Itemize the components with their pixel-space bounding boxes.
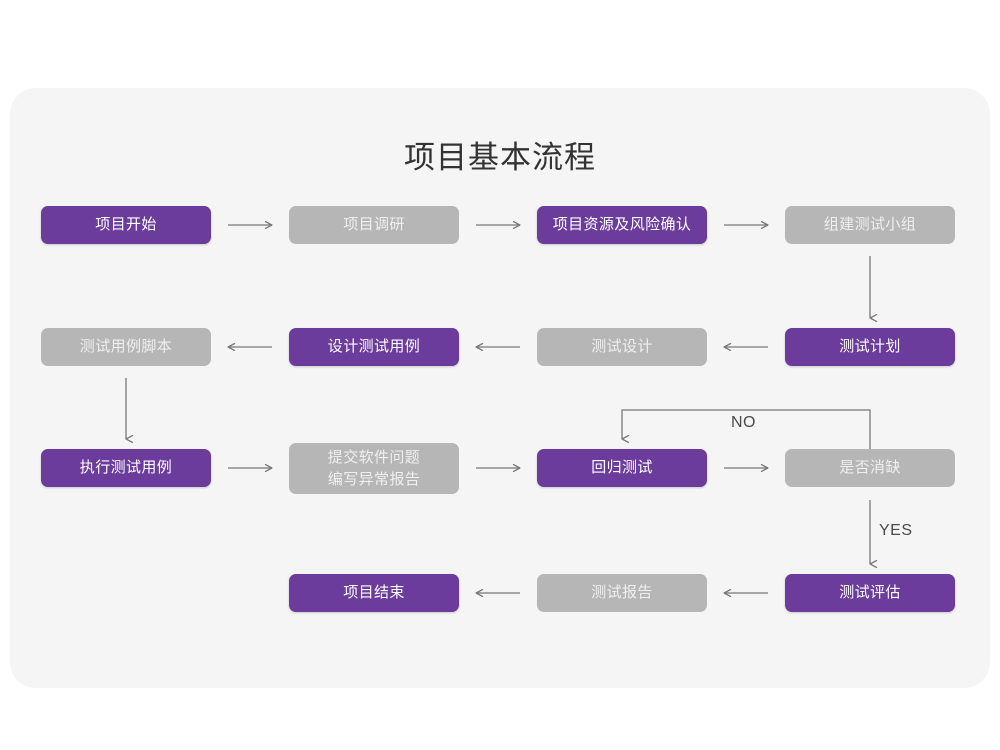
edge-label-no: NO	[731, 414, 756, 431]
flow-node-label: 项目结束	[343, 584, 405, 601]
flow-node-label: 是否消缺	[839, 459, 901, 476]
flow-node-n13[interactable]: 项目结束	[289, 574, 459, 612]
flow-node-n15[interactable]: 测试评估	[785, 574, 955, 612]
flow-node-n11[interactable]: 回归测试	[537, 449, 707, 487]
flow-node-n1[interactable]: 项目开始	[41, 206, 211, 244]
flow-node-label: 提交软件问题 编写异常报告	[327, 448, 421, 488]
flow-node-label: 项目开始	[95, 216, 157, 233]
flow-node-n14[interactable]: 测试报告	[537, 574, 707, 612]
flow-node-label: 测试报告	[591, 584, 653, 601]
flow-node-n8[interactable]: 测试计划	[785, 328, 955, 366]
flow-node-n10[interactable]: 提交软件问题 编写异常报告	[289, 443, 459, 494]
flow-node-label: 组建测试小组	[823, 216, 917, 233]
flow-node-label: 执行测试用例	[79, 459, 173, 476]
flow-node-n4[interactable]: 组建测试小组	[785, 206, 955, 244]
flow-node-n3[interactable]: 项目资源及风险确认	[537, 206, 707, 244]
flow-node-n6[interactable]: 设计测试用例	[289, 328, 459, 366]
flow-node-label: 项目调研	[343, 216, 405, 233]
flow-node-n5[interactable]: 测试用例脚本	[41, 328, 211, 366]
edge-label-yes: YES	[879, 522, 913, 539]
flow-node-n2[interactable]: 项目调研	[289, 206, 459, 244]
flow-node-label: 测试评估	[839, 584, 901, 601]
flow-node-label: 测试用例脚本	[79, 338, 173, 355]
flow-node-n7[interactable]: 测试设计	[537, 328, 707, 366]
flow-node-label: 回归测试	[591, 459, 653, 476]
flow-node-n12[interactable]: 是否消缺	[785, 449, 955, 487]
flow-node-label: 测试设计	[591, 338, 653, 355]
flow-node-n9[interactable]: 执行测试用例	[41, 449, 211, 487]
flow-node-label: 项目资源及风险确认	[552, 216, 692, 233]
page-title: 项目基本流程	[404, 140, 596, 175]
flow-node-label: 设计测试用例	[327, 338, 421, 355]
flow-node-label: 测试计划	[839, 338, 901, 355]
